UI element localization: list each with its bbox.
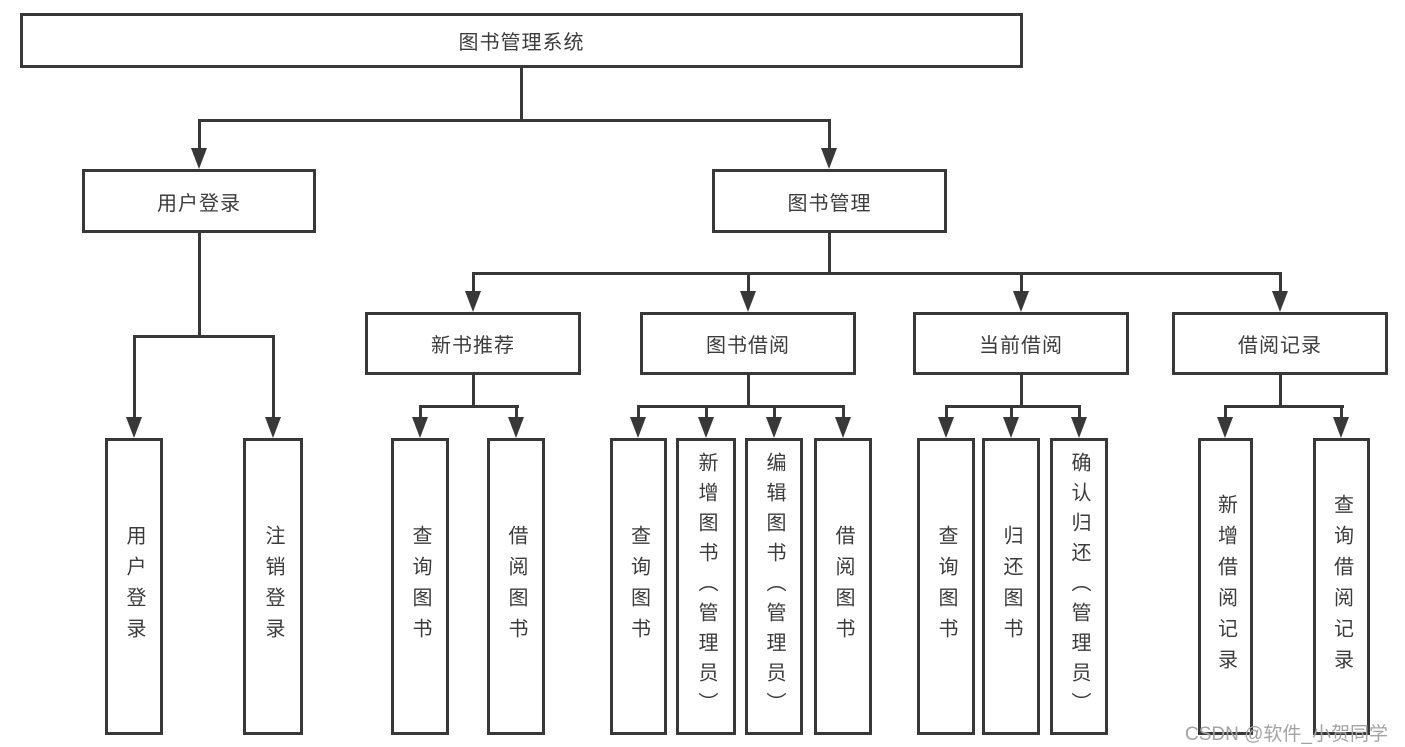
connector-line <box>419 405 519 408</box>
arrow-down-icon <box>508 417 524 438</box>
node-confirm-return-admin-label: 确认归还（管理员） <box>1068 451 1090 722</box>
node-add-borrow-record: 新增借阅记录 <box>1198 438 1253 735</box>
connector-line <box>472 272 475 292</box>
connector-line <box>828 119 831 149</box>
node-add-book-admin-label: 新增图书（管理员） <box>695 451 717 722</box>
connector-line <box>1340 405 1343 418</box>
connector-line <box>773 405 776 418</box>
node-borrow-books-borrowing-label: 借阅图书 <box>832 524 854 649</box>
connector-line <box>747 375 750 408</box>
node-query-borrow-record-label: 查询借阅记录 <box>1330 493 1353 680</box>
arrow-down-icon <box>1003 417 1019 438</box>
connector-line <box>1279 375 1282 408</box>
connector-line <box>198 232 201 338</box>
arrow-down-icon <box>938 417 954 438</box>
node-borrow-records-label: 借阅记录 <box>1238 335 1322 357</box>
arrow-down-icon <box>1071 417 1087 438</box>
node-borrow-books-borrowing: 借阅图书 <box>814 438 872 735</box>
arrow-down-icon <box>1333 417 1349 438</box>
node-return-book: 归还图书 <box>982 438 1040 735</box>
connector-line <box>842 405 845 418</box>
node-query-books-current-label: 查询图书 <box>935 524 957 649</box>
node-query-books-borrowing: 查询图书 <box>610 438 667 735</box>
connector-line <box>419 405 422 418</box>
connector-line <box>520 66 523 122</box>
node-borrow-books-recommend-label: 借阅图书 <box>505 524 527 649</box>
connector-line <box>1224 405 1344 408</box>
node-return-book-label: 归还图书 <box>1000 524 1022 649</box>
node-edit-book-admin-label: 编辑图书（管理员） <box>763 451 785 722</box>
node-book-management-label: 图书管理 <box>787 192 872 215</box>
node-query-books-borrowing-label: 查询图书 <box>627 524 650 649</box>
node-book-management: 图书管理 <box>712 169 947 233</box>
node-logout-label: 注销登录 <box>262 524 284 649</box>
node-query-books-current: 查询图书 <box>917 438 975 735</box>
connector-line <box>828 233 831 275</box>
connector-line <box>945 405 1081 408</box>
arrow-down-icon <box>1272 291 1288 312</box>
node-confirm-return-admin: 确认归还（管理员） <box>1050 438 1108 735</box>
node-new-book-recommend: 新书推荐 <box>365 312 581 375</box>
arrow-down-icon <box>1217 417 1233 438</box>
node-edit-book-admin: 编辑图书（管理员） <box>745 438 803 735</box>
node-book-borrowing: 图书借阅 <box>640 312 856 375</box>
node-borrow-books-recommend: 借阅图书 <box>487 438 545 735</box>
connector-line <box>705 405 708 418</box>
node-add-borrow-record-label: 新增借阅记录 <box>1214 493 1237 680</box>
node-library-system-label: 图书管理系统 <box>458 32 585 54</box>
connector-line <box>637 405 845 408</box>
node-book-borrowing-label: 图书借阅 <box>706 335 790 357</box>
arrow-down-icon <box>265 417 281 438</box>
connector-line <box>272 335 275 418</box>
connector-line <box>198 119 201 149</box>
arrow-down-icon <box>740 291 756 312</box>
node-query-books-recommend-label: 查询图书 <box>409 524 431 649</box>
node-add-book-admin: 新增图书（管理员） <box>676 438 736 735</box>
connector-line <box>1078 405 1081 418</box>
node-current-borrowing: 当前借阅 <box>913 312 1129 375</box>
node-user-login-action-label: 用户登录 <box>123 524 145 649</box>
arrow-down-icon <box>698 417 714 438</box>
node-logout: 注销登录 <box>243 438 303 735</box>
node-current-borrowing-label: 当前借阅 <box>979 335 1063 357</box>
connector-line <box>637 405 640 418</box>
connector-line <box>515 405 518 418</box>
connector-line <box>747 272 750 292</box>
node-query-books-recommend: 查询图书 <box>391 438 449 735</box>
node-library-system: 图书管理系统 <box>20 13 1023 68</box>
node-new-book-recommend-label: 新书推荐 <box>431 335 515 357</box>
connector-line <box>945 405 948 418</box>
arrow-down-icon <box>1013 291 1029 312</box>
connector-line <box>472 375 475 408</box>
arrow-down-icon <box>630 417 646 438</box>
connector-line <box>1224 405 1227 418</box>
connector-line <box>198 119 831 122</box>
arrow-down-icon <box>412 417 428 438</box>
csdn-watermark: CSDN @软件_小贺同学 <box>1185 724 1388 745</box>
arrow-down-icon <box>191 148 207 169</box>
node-user-login-label: 用户登录 <box>157 192 241 215</box>
node-user-login-action: 用户登录 <box>105 438 163 735</box>
node-user-login: 用户登录 <box>82 169 316 233</box>
connector-line <box>1020 272 1023 292</box>
connector-line <box>1020 375 1023 408</box>
arrow-down-icon <box>821 148 837 169</box>
connector-line <box>1010 405 1013 418</box>
connector-line <box>472 272 1282 275</box>
connector-line <box>133 335 275 338</box>
arrow-down-icon <box>835 417 851 438</box>
arrow-down-icon <box>766 417 782 438</box>
arrow-down-icon <box>465 291 481 312</box>
connector-line <box>1279 272 1282 292</box>
node-query-borrow-record: 查询借阅记录 <box>1313 438 1370 735</box>
connector-line <box>133 335 136 418</box>
arrow-down-icon <box>126 417 142 438</box>
node-borrow-records: 借阅记录 <box>1172 312 1388 375</box>
